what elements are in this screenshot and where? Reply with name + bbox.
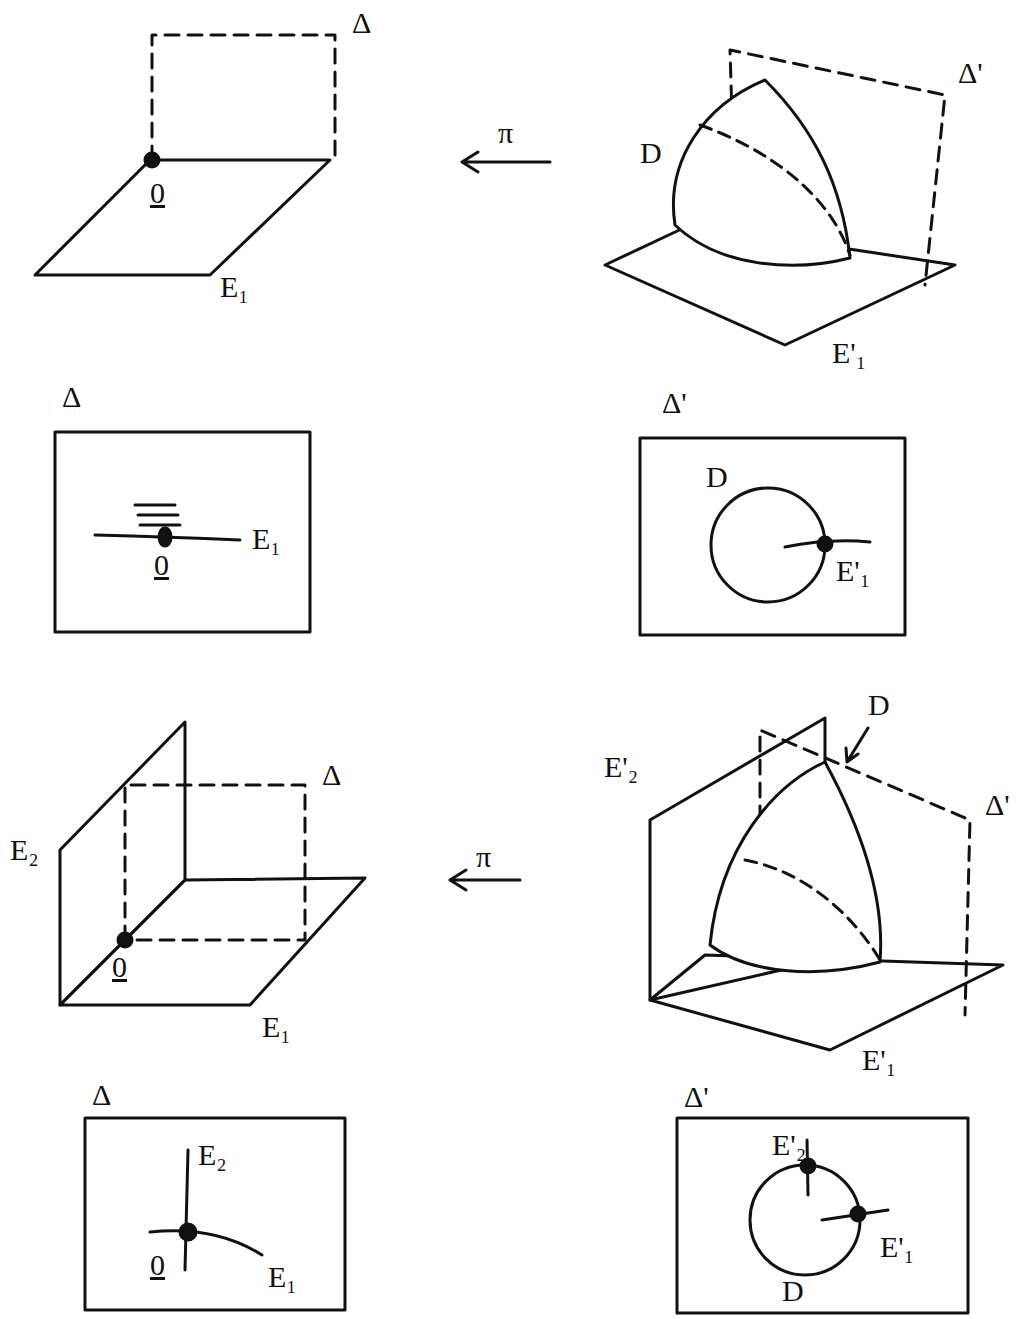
plane-e2: [60, 722, 185, 1005]
math-label: E₁: [268, 1262, 297, 1292]
math-label: E'₂: [604, 752, 638, 782]
math-label: Δ: [62, 382, 81, 412]
math-label: E₁: [220, 272, 249, 302]
divisor-circle: [750, 1165, 860, 1275]
math-label: Δ: [322, 760, 341, 790]
origin-dot: [145, 153, 159, 167]
math-label: D: [640, 138, 662, 168]
intersection-dot: [851, 1207, 865, 1221]
intersection-dot: [818, 537, 832, 551]
divisor-circle: [711, 488, 825, 602]
map-arrow: [450, 870, 520, 890]
math-label: 0: [112, 952, 127, 982]
math-label: Δ': [662, 388, 687, 418]
origin-dot: [180, 1224, 196, 1240]
dome-hidden-arc: [745, 860, 880, 960]
exceptional-divisor: [673, 80, 850, 265]
math-label: E'₁: [832, 338, 866, 368]
section-box: [640, 438, 905, 635]
plane-delta: [125, 785, 305, 940]
math-label: E'₁: [880, 1232, 914, 1262]
math-label: π: [498, 118, 513, 148]
math-label: Δ: [352, 8, 371, 38]
origin-dot: [159, 528, 171, 546]
curve-e2: [185, 1150, 188, 1270]
plane-e1: [35, 160, 330, 275]
pointer-arrow: [846, 728, 868, 762]
curve-e1: [150, 1231, 262, 1255]
math-label: E'₁: [862, 1045, 896, 1075]
math-label: π: [476, 842, 491, 872]
math-label: Δ': [684, 1082, 709, 1112]
math-label: Δ': [985, 790, 1010, 820]
math-label: E₂: [10, 835, 39, 865]
math-label: E'₂: [772, 1130, 806, 1160]
math-label: E₂: [198, 1140, 227, 1170]
dome-hidden-arc: [700, 125, 850, 255]
section-box: [85, 1118, 345, 1310]
plane-delta: [152, 35, 335, 160]
section-box: [55, 432, 310, 632]
math-label: 0: [154, 550, 169, 580]
math-label: 0: [150, 178, 165, 208]
math-label: Δ': [958, 58, 983, 88]
math-label: E₁: [262, 1012, 291, 1042]
hatch: [135, 505, 180, 525]
math-label: D: [782, 1276, 804, 1306]
math-label: Δ: [92, 1080, 111, 1110]
math-label: D: [868, 690, 890, 720]
math-label: E₁: [252, 524, 281, 554]
map-arrow: [462, 152, 550, 172]
math-label: 0: [150, 1250, 165, 1280]
section-box: [677, 1118, 968, 1313]
exceptional-divisor: [710, 762, 881, 972]
intersection-dot: [801, 1159, 815, 1173]
math-label: D: [706, 462, 728, 492]
origin-dot: [118, 933, 132, 947]
math-label: E'₁: [836, 556, 870, 586]
